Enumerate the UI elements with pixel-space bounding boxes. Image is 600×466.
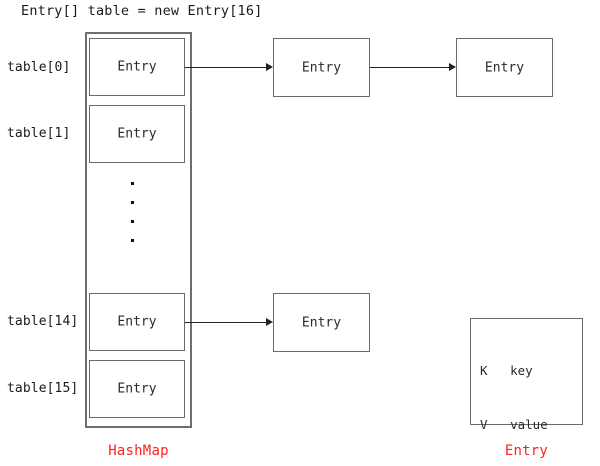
- chain-14-node-1-label: Entry: [301, 315, 342, 330]
- entry-field-key: K key: [480, 363, 533, 378]
- chain-14-node-1[interactable]: Entry: [273, 293, 370, 352]
- entry-legend-box: K key V value int hash Entry next: [470, 318, 583, 432]
- hashmap-caption: HashMap: [108, 443, 169, 459]
- table-slot-15-label: Entry: [117, 381, 157, 397]
- chain-0-node-2-label: Entry: [484, 60, 525, 75]
- table-slot-1[interactable]: Entry: [89, 105, 185, 163]
- row-label-table-15: table[15]: [7, 381, 79, 396]
- entry-caption: Entry: [504, 443, 549, 459]
- ellipsis-dot: [131, 182, 134, 185]
- table-slot-0-label: Entry: [117, 59, 157, 75]
- chain-0-arrow-2-line: [370, 67, 449, 68]
- chain-0-arrow-1-head: [266, 63, 273, 71]
- entry-field-value: V value: [480, 417, 548, 432]
- chain-14-arrow-1-line: [185, 322, 266, 323]
- chain-0-arrow-1-line: [185, 67, 266, 68]
- chain-0-node-1-label: Entry: [301, 60, 342, 75]
- chain-14-arrow-1-head: [266, 318, 273, 326]
- page-title: Entry[] table = new Entry[16]: [21, 3, 263, 19]
- chain-0-arrow-2-head: [449, 63, 456, 71]
- table-slot-14-label: Entry: [117, 314, 157, 330]
- row-label-table-1: table[1]: [7, 126, 71, 141]
- chain-0-node-1[interactable]: Entry: [273, 38, 370, 97]
- table-slot-1-label: Entry: [117, 126, 157, 142]
- vertical-ellipsis: [131, 182, 139, 258]
- chain-0-node-2[interactable]: Entry: [456, 38, 553, 97]
- table-slot-15[interactable]: Entry: [89, 360, 185, 418]
- ellipsis-dot: [131, 201, 134, 204]
- ellipsis-dot: [131, 220, 134, 223]
- entry-field-list: K key V value int hash Entry next: [480, 326, 563, 466]
- table-slot-14[interactable]: Entry: [89, 293, 185, 351]
- row-label-table-14: table[14]: [7, 314, 79, 329]
- ellipsis-dot: [131, 239, 134, 242]
- table-slot-0[interactable]: Entry: [89, 38, 185, 96]
- row-label-table-0: table[0]: [7, 60, 71, 75]
